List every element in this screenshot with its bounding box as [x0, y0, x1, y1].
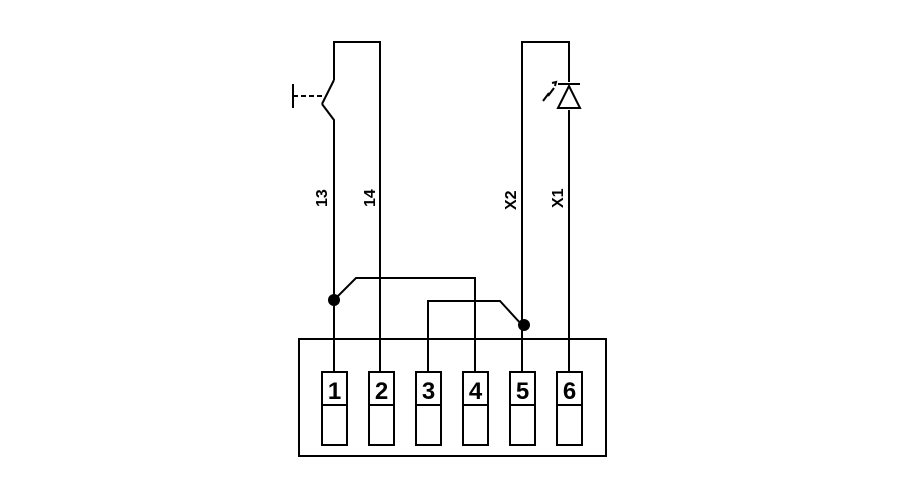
- wire-x2: [521, 41, 570, 372]
- terminal-4-label: 4: [469, 378, 483, 405]
- wire-1-to-4: [333, 277, 476, 372]
- terminal-4: 4: [462, 371, 489, 446]
- terminal-2: 2: [368, 371, 395, 446]
- terminal-3: 3: [415, 371, 442, 446]
- wire-label-13: 13: [314, 189, 331, 207]
- wire-label-x2: X2: [503, 190, 520, 210]
- junction-dot-2: [518, 319, 530, 331]
- terminal-3-label: 3: [422, 378, 435, 405]
- terminal-1-label: 1: [328, 378, 341, 405]
- terminal-1: 1: [321, 371, 348, 446]
- terminal-5-label: 5: [516, 378, 529, 405]
- led-icon: [542, 80, 582, 109]
- wire-3-to-5: [427, 300, 523, 372]
- terminal-6-label: 6: [563, 378, 576, 405]
- wire-13: [321, 103, 335, 372]
- pushbutton-switch-icon: [292, 79, 335, 108]
- terminal-6: 6: [556, 371, 583, 446]
- terminal-5: 5: [509, 371, 536, 446]
- terminal-block: [298, 338, 607, 457]
- terminal-2-label: 2: [375, 378, 388, 405]
- switch-top-wire: [333, 41, 381, 372]
- junction-dot-1: [328, 294, 340, 306]
- wire-label-14: 14: [362, 189, 379, 207]
- wire-label-x1: X1: [550, 188, 567, 208]
